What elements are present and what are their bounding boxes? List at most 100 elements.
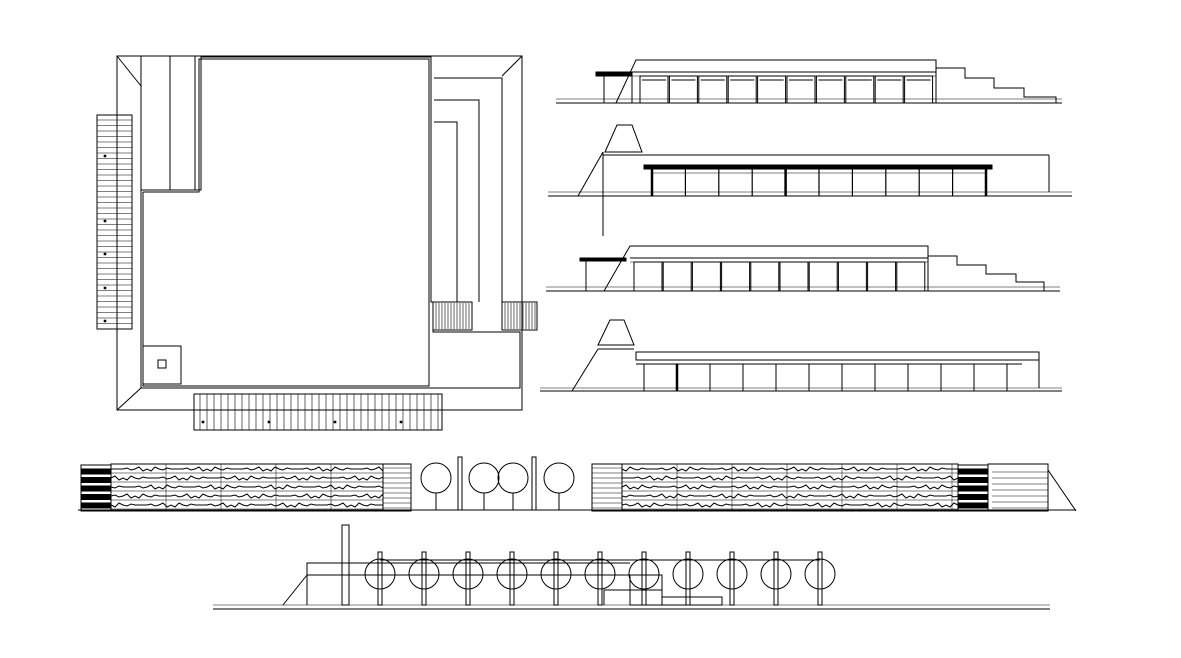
plan-small-room-inner [158, 360, 166, 368]
terrace-profile [622, 476, 958, 480]
tree-trunk [642, 552, 646, 605]
elev1-roof [616, 60, 936, 103]
bay-frame [868, 262, 896, 291]
elev4-slope [572, 349, 598, 391]
plan-right-step [434, 122, 457, 302]
elev3-bays [634, 262, 925, 291]
section-end-block [988, 464, 1048, 511]
dark-band [81, 469, 111, 474]
tree-canopy [498, 463, 528, 493]
terrace-profile [111, 476, 383, 480]
bottom-chimney [342, 525, 349, 605]
terrace-profile [111, 494, 383, 498]
tree-canopy [544, 463, 574, 493]
tree-trunk [686, 552, 690, 605]
dark-band [958, 495, 988, 500]
tree-canopy [421, 463, 451, 493]
long-section-2 [213, 525, 1050, 609]
tree-canopy [805, 559, 835, 589]
tree-trunk [510, 552, 514, 605]
tree-canopy [409, 559, 439, 589]
section-stair-lines [592, 468, 622, 508]
plan-small-room [143, 346, 181, 384]
bay-frame [838, 262, 866, 291]
dark-band [958, 478, 988, 483]
bottom-slope [283, 575, 307, 605]
tree-canopy [717, 559, 747, 589]
bench-mark [104, 287, 106, 289]
dark-band [958, 486, 988, 491]
bay-frame [809, 262, 837, 291]
floor-plan [97, 56, 537, 430]
terrace-profile [622, 467, 958, 471]
terrace-profile [111, 503, 383, 507]
plan-corner-line [117, 56, 141, 86]
tree-trunk [774, 552, 778, 605]
bay-frame [816, 76, 844, 103]
tree-trunk [818, 552, 822, 605]
elev1-steps [936, 68, 1056, 103]
plan-bottom-bench [194, 394, 442, 430]
tree-canopy [673, 559, 703, 589]
tree-trunk [730, 552, 734, 605]
plan-left-bench [97, 115, 132, 329]
bottom-trees [365, 552, 835, 605]
bay-frame [640, 76, 668, 103]
bay-frame [663, 262, 691, 291]
tree-canopy [453, 559, 483, 589]
elev4-posts [644, 364, 1007, 391]
terrace-profile [622, 494, 958, 498]
plan-corner-line [117, 388, 141, 410]
plan-corner-line [502, 56, 522, 76]
elev1-canopy [596, 72, 632, 76]
tree-trunk [422, 552, 426, 605]
tree-trunk [378, 552, 382, 605]
tree-trunk [466, 552, 470, 605]
tree-trunk [598, 552, 602, 605]
bay-frame [787, 76, 815, 103]
section-trees [421, 457, 574, 510]
elevation-1 [556, 60, 1062, 103]
bench-mark [400, 421, 402, 423]
plan-bench-slats [97, 120, 132, 324]
bay-frame [758, 76, 786, 103]
dark-band [81, 478, 111, 483]
bench-mark [104, 320, 106, 322]
tree-canopy [761, 559, 791, 589]
elev2-slope [578, 152, 603, 196]
section-dark-bands [958, 469, 988, 508]
plan-inner-offset [143, 59, 429, 386]
bay-frame [669, 76, 697, 103]
plan-hatch-block [502, 302, 537, 330]
tree-canopy [469, 463, 499, 493]
section-end-lines [992, 472, 1048, 508]
bay-frame [728, 76, 756, 103]
bay-frame [722, 262, 750, 291]
long-section-1 [78, 457, 1076, 511]
plan-right-step [434, 78, 502, 302]
bay-frame [897, 262, 925, 291]
section-terrace-lines [622, 464, 958, 511]
bottom-low-wall [604, 590, 662, 605]
elev2-posts [652, 169, 986, 196]
bay-frame [875, 76, 903, 103]
bay-frame [846, 76, 874, 103]
bench-mark [334, 421, 336, 423]
dark-band [81, 503, 111, 508]
dark-band [81, 486, 111, 491]
section-stair-left [383, 464, 411, 511]
bay-frame [905, 76, 933, 103]
section-stair-right [592, 464, 622, 511]
elev3-steps [928, 256, 1044, 291]
terrace-profile [111, 485, 383, 489]
tree-canopy [541, 559, 571, 589]
terrace-profile [111, 467, 383, 471]
bay-frame [751, 262, 779, 291]
bay-frame [634, 262, 662, 291]
elev1-bays [640, 76, 933, 103]
bottom-wall [307, 563, 630, 605]
bay-frame [692, 262, 720, 291]
bench-mark [104, 220, 106, 222]
plan-outer-wall [117, 56, 522, 410]
